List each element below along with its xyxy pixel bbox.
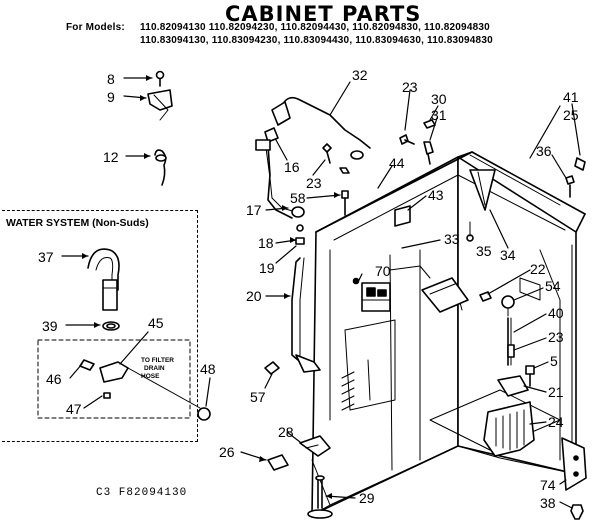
callout-41: 41	[563, 89, 579, 105]
hose-note-line-2: DRAIN	[144, 365, 165, 372]
page-title: CABINET PARTS	[225, 2, 422, 26]
hose-note-line-3: HOSE	[141, 373, 160, 380]
callout-28: 28	[278, 424, 294, 440]
hose-32	[271, 96, 371, 160]
rod-20	[291, 257, 321, 373]
models-line-1: 110.82094130 110.82094230, 110.82094430,…	[140, 22, 490, 33]
callout-40: 40	[548, 305, 564, 321]
callout-32: 32	[352, 67, 368, 83]
rear-bracket	[421, 277, 515, 317]
hose-note-line-1: TO FILTER	[141, 357, 174, 364]
callout-9: 9	[107, 89, 115, 105]
callout-30: 30	[431, 91, 447, 107]
callout-8: 8	[107, 71, 115, 87]
small-parts-left	[147, 70, 173, 186]
callout-23: 23	[402, 79, 418, 95]
callout-48: 48	[200, 361, 216, 377]
callout-74: 74	[540, 477, 556, 493]
callout-31: 31	[431, 107, 447, 123]
callout-25: 25	[563, 107, 579, 123]
callout-29: 29	[359, 490, 375, 506]
water-system-parts	[37, 248, 211, 421]
callout-44: 44	[389, 155, 405, 171]
callout-45: 45	[148, 315, 164, 331]
motor-block	[352, 265, 431, 312]
callout-38: 38	[540, 495, 556, 511]
callout-43: 43	[428, 187, 444, 203]
callout-5: 5	[550, 353, 558, 369]
callout-57: 57	[250, 389, 266, 405]
models-line-2: 110.83094130, 110.83094230, 110.83094430…	[140, 35, 493, 46]
callout-19: 19	[259, 260, 275, 276]
callout-23b: 23	[306, 175, 322, 191]
callout-12: 12	[103, 149, 119, 165]
hose-17	[255, 139, 305, 245]
callout-24: 24	[548, 414, 564, 430]
callout-16: 16	[284, 159, 300, 175]
callout-70: 70	[375, 263, 391, 279]
callout-17: 17	[246, 202, 262, 218]
callout-39: 39	[42, 318, 58, 334]
callout-33: 33	[444, 231, 460, 247]
callout-numbers: 8 9 12 32 23 30 31 41 25 36 16 23 44 58 …	[38, 67, 579, 511]
callout-21: 21	[548, 384, 564, 400]
bottom-parts	[267, 435, 333, 519]
callout-20: 20	[246, 288, 262, 304]
callout-58: 58	[290, 190, 306, 206]
callout-46: 46	[46, 371, 62, 387]
footer-code: C3 F82094130	[96, 487, 188, 499]
callout-54: 54	[545, 278, 561, 294]
cabinet-body	[311, 151, 586, 516]
top-brace	[394, 169, 496, 242]
water-system-label: WATER SYSTEM (Non-Suds)	[4, 217, 151, 229]
models-prefix: For Models:	[66, 22, 125, 33]
callout-37: 37	[38, 249, 54, 265]
callout-35: 35	[476, 243, 492, 259]
callout-23c: 23	[548, 329, 564, 345]
callout-22: 22	[530, 261, 546, 277]
top-screws	[264, 119, 586, 216]
water-system-box	[2, 210, 198, 442]
callout-34: 34	[500, 247, 516, 263]
callout-18: 18	[258, 235, 274, 251]
leader-arrowheads	[82, 75, 340, 499]
callout-26: 26	[219, 444, 235, 460]
callout-47: 47	[66, 401, 82, 417]
callout-36: 36	[536, 143, 552, 159]
screw-57	[264, 361, 280, 375]
